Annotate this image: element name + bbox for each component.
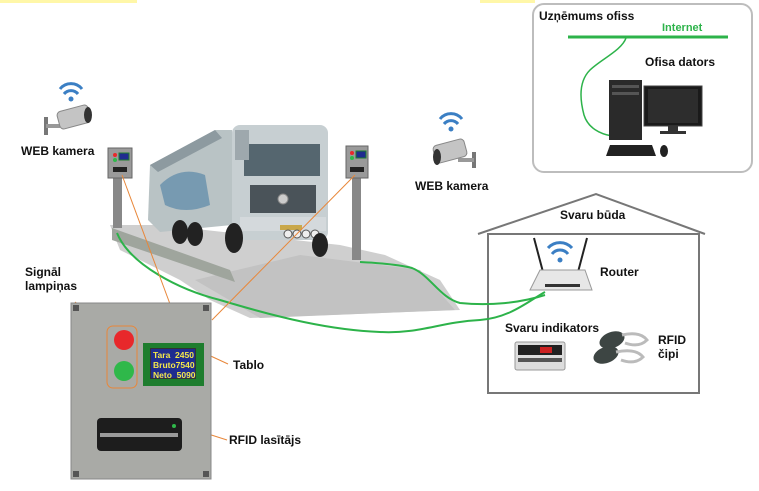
office-computer-label: Ofisa dators [645, 55, 716, 69]
signal-lights-label-line1: Signāl [25, 265, 62, 279]
wifi-icon-router [546, 241, 574, 263]
lamp-red [114, 330, 134, 350]
wifi-icon-right-camera [438, 112, 464, 132]
booth-title: Svaru būda [560, 208, 626, 222]
right-post [345, 145, 369, 260]
terminal-box [70, 302, 212, 480]
pc-keyboard [606, 145, 656, 156]
leader-right-post [211, 174, 356, 321]
camera-right-label: WEB kamera [415, 179, 489, 193]
signal-lights-label-line2: lampiņas [25, 279, 78, 293]
rfid-chips [593, 331, 649, 364]
top-strip-left [0, 0, 137, 3]
cable-left-post-to-router [116, 232, 546, 334]
lamp-green [114, 361, 134, 381]
signal-lights-outline [106, 325, 138, 389]
display-line-neto: Neto 5090 [153, 370, 196, 380]
camera-right [432, 138, 476, 168]
pc-mouse [660, 145, 668, 157]
left-post [107, 147, 133, 228]
leader-left-post [121, 174, 171, 305]
office-title: Uzņēmums ofiss [539, 9, 635, 23]
rfid-chips-label-line2: čipi [658, 347, 679, 361]
cable-internet-to-pc [580, 37, 627, 137]
tablo-label: Tablo [233, 358, 265, 372]
truck-image [148, 125, 328, 257]
router [529, 237, 593, 291]
cable-right-post-to-router [359, 261, 546, 306]
office-panel [532, 3, 753, 173]
rfid-chips-label-line1: RFID [658, 333, 686, 347]
display-line-bruto: Bruto7540 [153, 360, 195, 370]
display-line-tara: Tara 2450 [153, 350, 194, 360]
camera-left [44, 104, 92, 135]
wifi-icon-left-camera [58, 82, 84, 102]
booth-roof [477, 192, 706, 235]
tablo-display: Tara 2450 Bruto7540 Neto 5090 [150, 348, 196, 380]
rfid-reader-label: RFID lasītājs [229, 433, 302, 447]
internet-label: Internet [662, 22, 703, 34]
office-computer [606, 80, 703, 157]
scale-indicator-label: Svaru indikators [505, 321, 600, 335]
top-strip-right [480, 0, 535, 3]
router-label: Router [600, 265, 639, 279]
pc-tower [609, 80, 642, 140]
truck-windshield [244, 144, 320, 176]
scale-indicator [514, 341, 566, 371]
camera-left-label: WEB kamera [21, 144, 95, 158]
weighbridge-edge [112, 228, 235, 282]
